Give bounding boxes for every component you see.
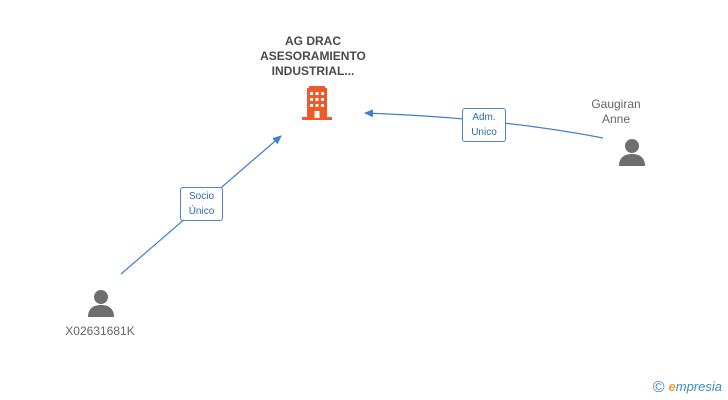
person-name-x02631681k[interactable]: X02631681K [65,324,135,338]
relation-label-socio-unico[interactable]: Socio Único [180,187,223,221]
brand-name: mpresia [675,379,722,394]
empresia-logo[interactable]: ©empresia [653,379,722,397]
relation-label-adm-unico[interactable]: Adm. Unico [462,108,506,142]
brand-initial: e [668,379,676,394]
person-name-gaugiran[interactable]: Gaugiran Anne [591,97,641,126]
copyright-symbol: © [652,379,665,396]
company-name[interactable]: AG DRAC ASESORAMIENTO INDUSTRIAL... [260,34,366,78]
building-icon[interactable] [301,86,333,120]
person-icon[interactable] [617,137,647,167]
person-icon[interactable] [86,288,116,318]
